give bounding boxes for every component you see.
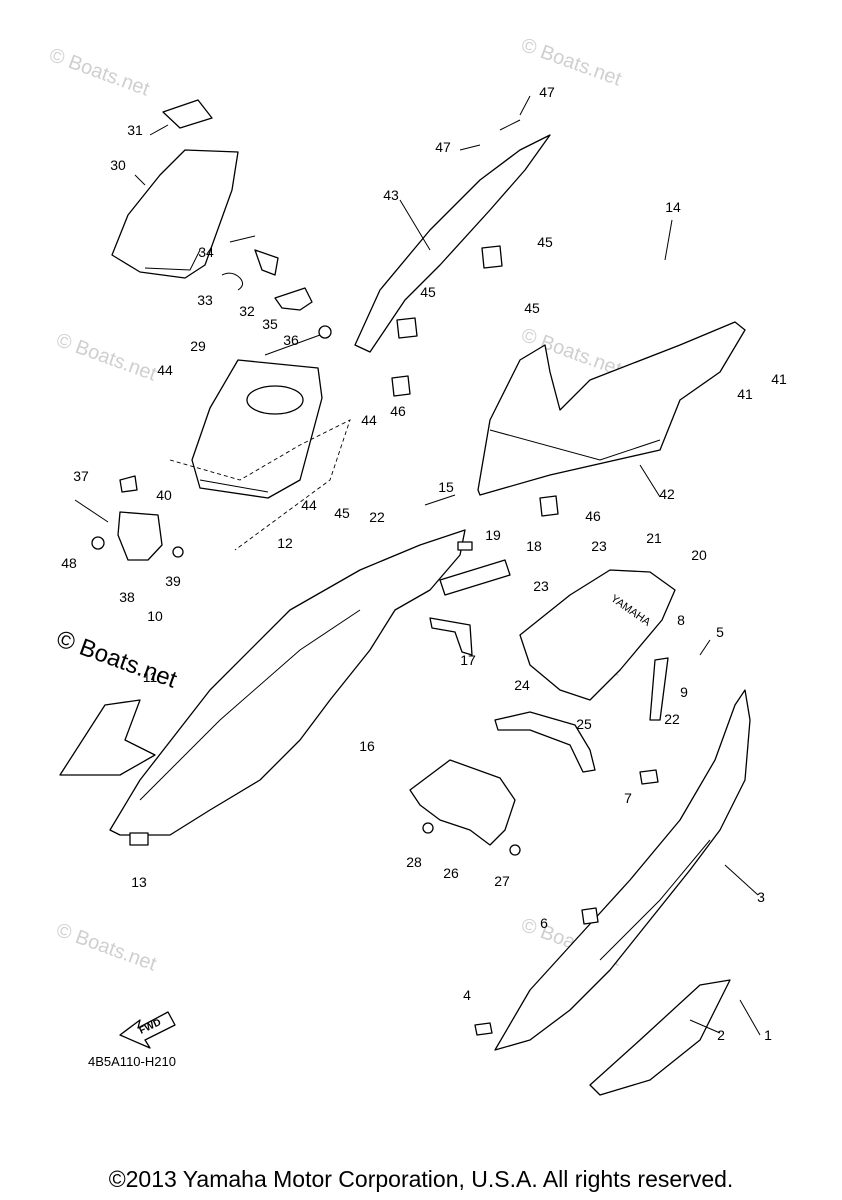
callout-43: 43 xyxy=(383,187,399,203)
callout-41: 41 xyxy=(737,386,753,402)
callout-7: 7 xyxy=(624,790,632,806)
callout-25: 25 xyxy=(576,716,592,732)
watermark: © Boats.net xyxy=(46,44,152,101)
part-10-floor-panel xyxy=(59,529,466,846)
part-29-box xyxy=(169,359,351,551)
watermark: © Boats.net xyxy=(53,329,159,386)
callout-33: 33 xyxy=(197,292,213,308)
callout-31: 31 xyxy=(127,122,143,138)
watermark: © Boats.net xyxy=(53,919,159,976)
callout-4: 4 xyxy=(463,987,471,1003)
callout-16: 16 xyxy=(359,738,375,754)
callout-19: 19 xyxy=(485,527,501,543)
part-3-front-panel xyxy=(474,689,751,1096)
callout-30: 30 xyxy=(110,157,126,173)
part-17-strip xyxy=(429,617,473,656)
part-30-lid xyxy=(111,99,239,279)
callout-44: 44 xyxy=(301,497,317,513)
callout-28: 28 xyxy=(406,854,422,870)
callout-39: 39 xyxy=(165,573,181,589)
callout-48: 48 xyxy=(61,555,77,571)
part-8-strip xyxy=(649,657,669,721)
parts-diagram: © Boats.net © Boats.net © Boats.net © Bo… xyxy=(46,34,787,1096)
callout-34: 34 xyxy=(198,244,214,260)
part-42-side-cover xyxy=(477,321,746,517)
callout-45: 45 xyxy=(334,505,350,521)
part-24-bracket xyxy=(494,711,596,773)
callout-18: 18 xyxy=(526,538,542,554)
callout-37: 37 xyxy=(73,468,89,484)
callout-layer: 1234567891011121314151617181920212222232… xyxy=(61,84,787,1043)
part-latch-assembly xyxy=(221,235,332,339)
callout-3: 3 xyxy=(757,889,765,905)
callout-29: 29 xyxy=(190,338,206,354)
callout-17: 17 xyxy=(460,652,476,668)
copyright-text: ©2013 Yamaha Motor Corporation, U.S.A. A… xyxy=(108,1166,734,1192)
callout-35: 35 xyxy=(262,316,278,332)
part-26-inner-cover xyxy=(409,759,521,856)
callout-23: 23 xyxy=(591,538,607,554)
part-43-rail xyxy=(354,119,551,397)
callout-44: 44 xyxy=(361,412,377,428)
fwd-arrow-icon: FWD xyxy=(119,1011,176,1049)
part-18-pad xyxy=(439,541,511,596)
watermark: © Boats.net xyxy=(53,625,181,693)
drawing-code: 4B5A110-H210 xyxy=(88,1054,176,1069)
callout-46: 46 xyxy=(585,508,601,524)
callout-2: 2 xyxy=(717,1027,725,1043)
callout-22: 22 xyxy=(664,711,680,727)
callout-20: 20 xyxy=(691,547,707,563)
callout-45: 45 xyxy=(524,300,540,316)
callout-5: 5 xyxy=(716,624,724,640)
callout-40: 40 xyxy=(156,487,172,503)
callout-24: 24 xyxy=(514,677,530,693)
callout-9: 9 xyxy=(680,684,688,700)
callout-10: 10 xyxy=(147,608,163,624)
callout-27: 27 xyxy=(494,873,510,889)
callout-26: 26 xyxy=(443,865,459,881)
callout-22: 22 xyxy=(369,509,385,525)
part-20-panel: YAMAHA xyxy=(519,569,676,701)
callout-41: 41 xyxy=(771,371,787,387)
callout-32: 32 xyxy=(239,303,255,319)
callout-47: 47 xyxy=(539,84,555,100)
callout-13: 13 xyxy=(131,874,147,890)
callout-12: 12 xyxy=(277,535,293,551)
callout-44: 44 xyxy=(157,362,173,378)
callout-1: 1 xyxy=(764,1027,772,1043)
callout-6: 6 xyxy=(540,915,548,931)
callout-45: 45 xyxy=(537,234,553,250)
leader-lines xyxy=(134,95,761,1036)
part-bracket xyxy=(74,475,184,561)
callout-36: 36 xyxy=(283,332,299,348)
callout-21: 21 xyxy=(646,530,662,546)
callout-38: 38 xyxy=(119,589,135,605)
callout-47: 47 xyxy=(435,139,451,155)
callout-45: 45 xyxy=(420,284,436,300)
callout-14: 14 xyxy=(665,199,681,215)
callout-11: 11 xyxy=(143,669,158,685)
callout-8: 8 xyxy=(677,612,685,628)
callout-23: 23 xyxy=(533,578,549,594)
callout-42: 42 xyxy=(659,486,675,502)
callout-15: 15 xyxy=(438,479,454,495)
watermark: © Boats.net xyxy=(518,34,624,91)
callout-46: 46 xyxy=(390,403,406,419)
